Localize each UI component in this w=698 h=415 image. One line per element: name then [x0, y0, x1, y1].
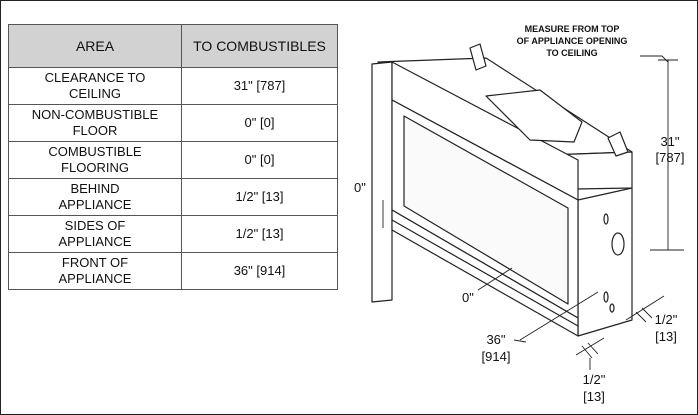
- floor-left-label: 0": [354, 180, 366, 195]
- behind-dimension-tick: [587, 342, 599, 355]
- top-plate: [485, 89, 583, 143]
- area-line: CLEARANCE TO: [44, 70, 146, 85]
- front-dimension-line: [519, 291, 599, 341]
- appliance-left-panel: [371, 61, 393, 303]
- note-leader: [640, 55, 669, 63]
- value-cell: 0" [0]: [181, 141, 338, 179]
- side-label: [13]: [655, 329, 677, 344]
- value-cell: 0" [0]: [181, 104, 338, 142]
- value-cell: 36" [914]: [181, 252, 338, 290]
- area-line: FLOORING: [61, 160, 129, 175]
- front-floor-leader: [477, 267, 513, 291]
- side-knockout: [603, 213, 609, 225]
- behind-dimension-tick: [581, 345, 593, 359]
- area-line: APPLIANCE: [58, 197, 132, 212]
- side-knockout: [603, 291, 609, 303]
- value-cell: 1/2" [13]: [181, 215, 338, 253]
- area-line: SIDES OF: [64, 218, 126, 233]
- ceiling-label: [787]: [656, 150, 685, 165]
- floor-front-label: 0": [462, 290, 474, 305]
- appliance-side-face: [577, 187, 633, 337]
- side-dimension-tick: [635, 311, 647, 323]
- area-line: FRONT OF: [61, 255, 129, 270]
- glass-panel: [403, 115, 569, 305]
- value-cell: 1/2" [13]: [181, 178, 338, 216]
- front-label: 36": [486, 332, 505, 347]
- note-line: TO CEILING: [546, 48, 597, 58]
- front-dimension-tick: [513, 339, 527, 343]
- behind-dimension-line: [575, 337, 605, 356]
- area-line: CEILING: [68, 86, 121, 101]
- behind-label: [13]: [583, 389, 605, 404]
- standoff-tab: [469, 43, 487, 71]
- area-line: COMBUSTIBLE: [48, 144, 142, 159]
- area-line: APPLIANCE: [58, 234, 132, 249]
- side-knockout-large: [611, 232, 625, 256]
- side-label: 1/2": [655, 312, 678, 327]
- area-line: NON-COMBUSTIBLE: [31, 107, 159, 122]
- ceiling-label: 31": [660, 134, 679, 149]
- value-cell: 31" [787]: [181, 67, 338, 105]
- side-dimension-tick: [641, 307, 653, 319]
- side-knockout: [609, 303, 615, 313]
- note-line: MEASURE FROM TOP: [525, 24, 620, 34]
- area-line: FLOOR: [72, 123, 118, 138]
- standoff-tab: [607, 131, 629, 157]
- base-rail: [391, 219, 579, 327]
- header-to-combustibles: TO COMBUSTIBLES: [181, 24, 338, 68]
- side-dimension-line: [625, 295, 665, 321]
- behind-label: 1/2": [583, 372, 606, 387]
- note-line: OF APPLIANCE OPENING: [517, 36, 628, 46]
- area-line: APPLIANCE: [58, 271, 132, 286]
- area-line: BEHIND: [70, 181, 120, 196]
- front-label: [914]: [482, 349, 511, 364]
